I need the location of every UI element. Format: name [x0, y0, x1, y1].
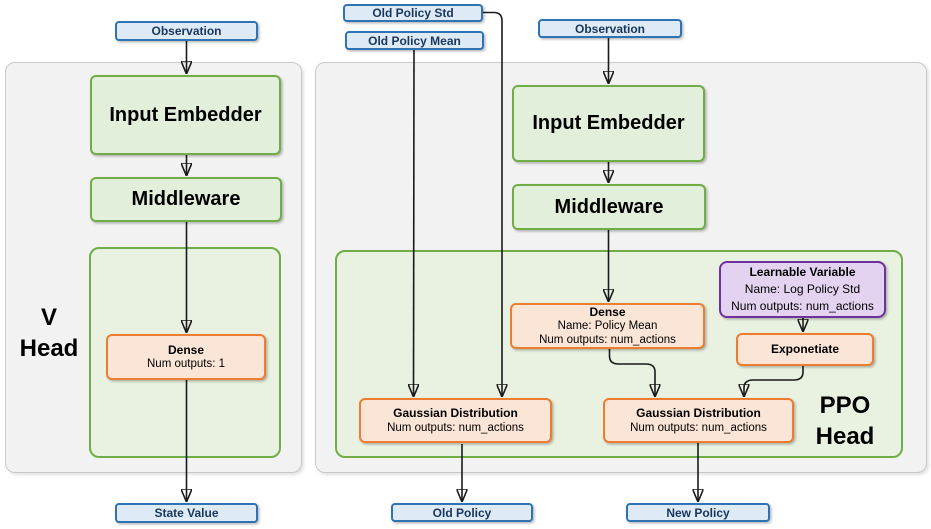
exponetiate-box: Exponetiate [736, 333, 874, 366]
learnable-variable-detail1: Name: Log Policy Std [744, 282, 861, 296]
input-embedder-box-ppo: Input Embedder [512, 85, 705, 162]
observation-label-ppo: Observation [574, 21, 646, 36]
ppo-head-label-line1: PPO [819, 392, 871, 419]
old-policy-box: Old Policy [391, 503, 533, 522]
input-embedder-label-v: Input Embedder [109, 103, 262, 126]
observation-label-v: Observation [151, 24, 222, 38]
state-value-box: State Value [115, 503, 258, 523]
dense-policy-mean-title: Dense [589, 305, 626, 319]
dense-policy-mean-box: Dense Name: Policy Mean Num outputs: num… [510, 303, 705, 349]
old-policy-label: Old Policy [432, 505, 492, 520]
ppo-head-label: PPO Head [795, 390, 895, 452]
old-policy-mean-box: Old Policy Mean [345, 31, 484, 50]
dense-policy-mean-detail2: Num outputs: num_actions [539, 334, 676, 346]
dense-detail-v: Num outputs: 1 [147, 358, 225, 370]
observation-box-v: Observation [115, 21, 258, 41]
middleware-label-ppo: Middleware [554, 195, 664, 218]
gaussian-new-title: Gaussian Distribution [636, 406, 761, 420]
middleware-box-ppo: Middleware [512, 184, 706, 230]
arrow-exponetiate-to-gaussian-new [744, 366, 804, 396]
input-embedder-label-ppo: Input Embedder [532, 112, 685, 134]
old-policy-std-label: Old Policy Std [372, 6, 454, 20]
middleware-box-v: Middleware [90, 177, 282, 222]
input-embedder-box-v: Input Embedder [90, 75, 281, 155]
middleware-label-v: Middleware [131, 188, 241, 210]
gaussian-distribution-old-box: Gaussian Distribution Num outputs: num_a… [359, 398, 552, 443]
exponetiate-label: Exponetiate [770, 342, 839, 357]
gaussian-distribution-new-box: Gaussian Distribution Num outputs: num_a… [603, 398, 794, 443]
state-value-label: State Value [154, 506, 219, 520]
gaussian-old-title: Gaussian Distribution [393, 406, 518, 420]
dense-policy-mean-detail1: Name: Policy Mean [557, 320, 658, 332]
dense-box-v: Dense Num outputs: 1 [106, 334, 266, 380]
learnable-variable-box: Learnable Variable Name: Log Policy Std … [719, 261, 886, 318]
old-policy-std-box: Old Policy Std [343, 4, 483, 22]
v-head-label-line1: V [40, 304, 57, 331]
gaussian-old-detail: Num outputs: num_actions [387, 421, 524, 434]
arrow-dense-to-gaussian-new [608, 349, 656, 396]
gaussian-new-detail: Num outputs: num_actions [630, 421, 767, 434]
new-policy-box: New Policy [626, 503, 770, 522]
arrow-old-policy-std-to-gaussian-old [483, 11, 502, 397]
arrow-old-policy-mean-to-gaussian-old [414, 49, 415, 396]
new-policy-label: New Policy [666, 505, 730, 520]
observation-box-ppo: Observation [538, 19, 682, 38]
old-policy-mean-label: Old Policy Mean [368, 33, 461, 48]
ppo-head-label-line2: Head [815, 423, 875, 450]
learnable-variable-title: Learnable Variable [749, 265, 856, 279]
learnable-variable-detail2: Num outputs: num_actions [731, 299, 874, 313]
dense-title-v: Dense [167, 342, 205, 357]
v-head-label-line2: Head [19, 335, 79, 362]
v-head-label: V Head [8, 302, 90, 364]
